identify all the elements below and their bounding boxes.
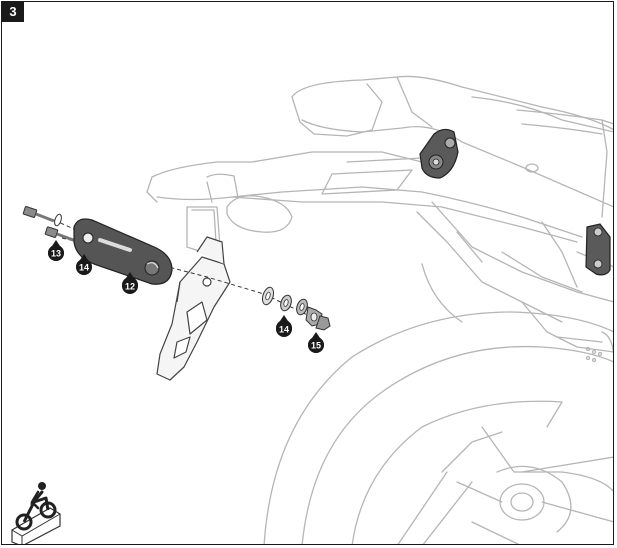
callout-12-label: 12 — [125, 282, 135, 292]
callout-14-left-label: 14 — [79, 263, 89, 273]
callout-13-label: 13 — [51, 249, 61, 259]
motorcycle-outline — [146, 75, 613, 544]
callout-15: 15 — [308, 332, 324, 353]
plate-holder-arm — [156, 236, 231, 381]
callout-14-right-label: 14 — [279, 325, 289, 335]
callout-14-left: 14 — [76, 254, 92, 275]
callout-13: 13 — [48, 240, 64, 261]
bolt-parts-13 — [22, 206, 77, 243]
step-number-badge: 3 — [2, 2, 24, 22]
callout-15-label: 15 — [311, 341, 321, 351]
callout-12: 12 — [121, 272, 138, 294]
mounted-side-bracket — [419, 128, 611, 276]
hardware-right — [261, 286, 331, 331]
motorcycle-service-icon — [11, 482, 61, 544]
callout-14-right: 14 — [276, 315, 292, 337]
adapter-plate-12 — [73, 218, 173, 285]
